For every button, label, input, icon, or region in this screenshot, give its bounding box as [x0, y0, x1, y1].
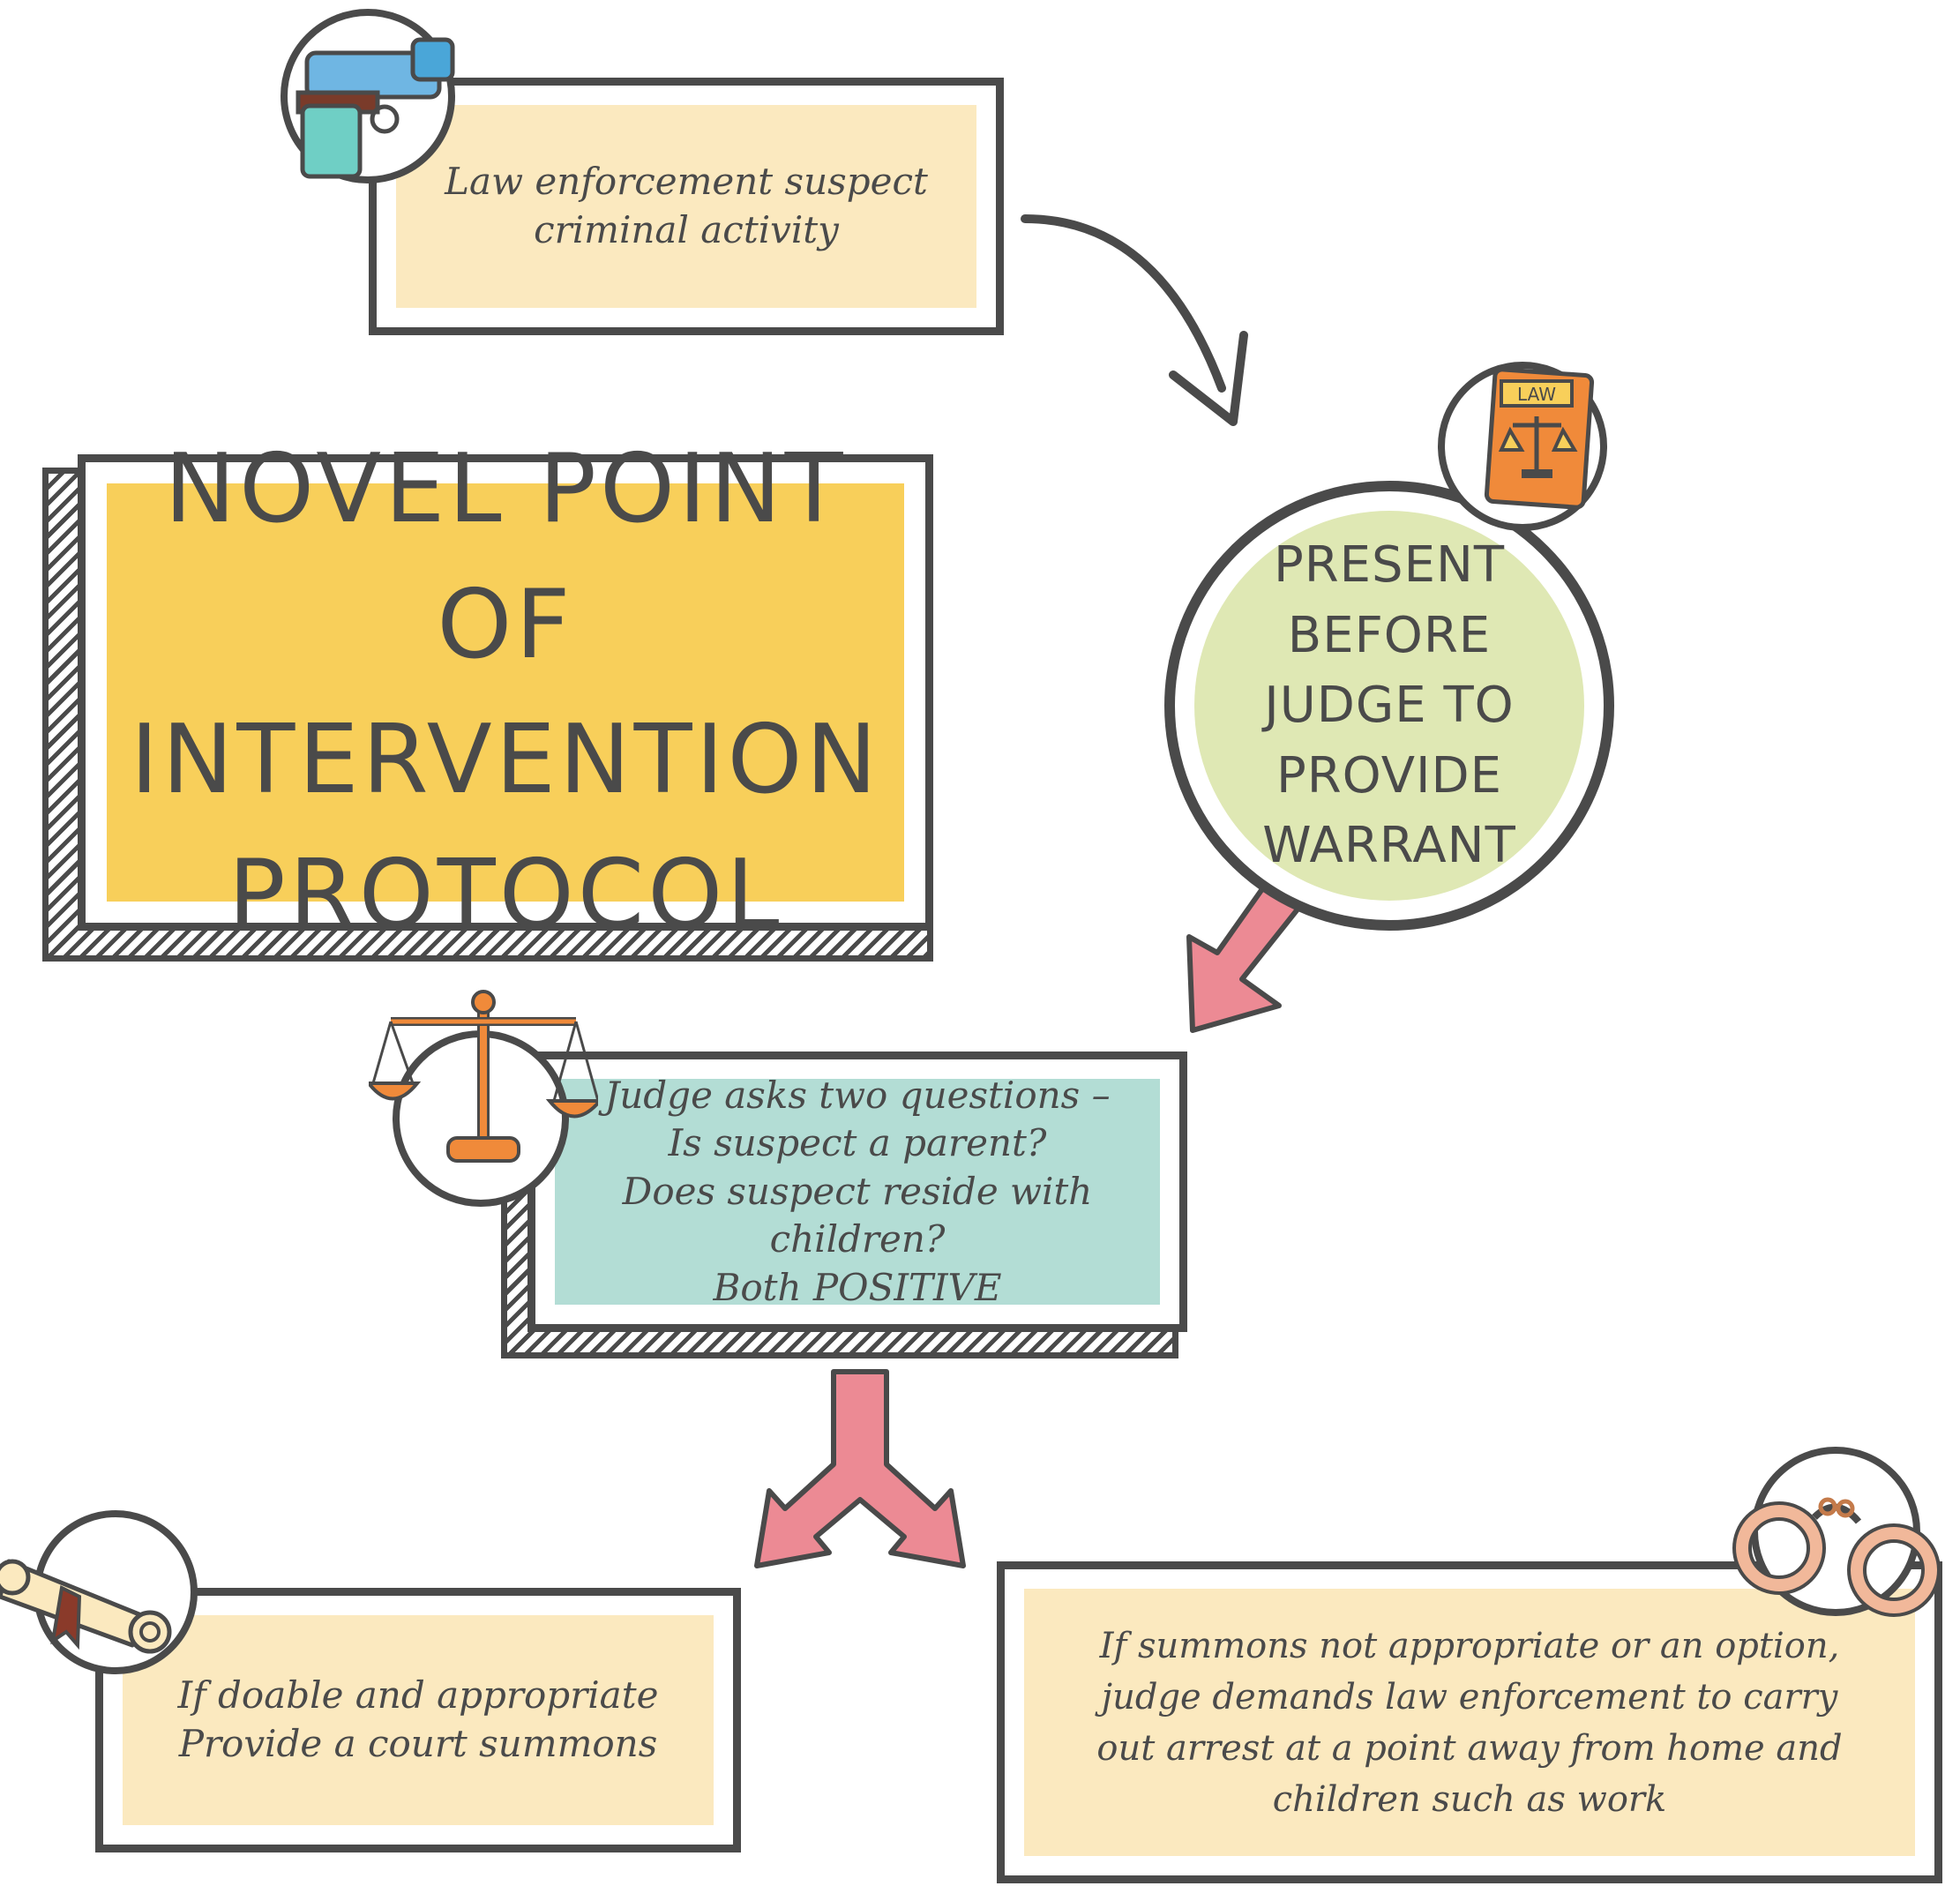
- questions-line-3: Does suspect reside with children?: [622, 1169, 1093, 1261]
- summons-text: If doable and appropriate Provide a cour…: [178, 1672, 659, 1768]
- title-line-2: INTERVENTION: [130, 705, 881, 815]
- law-book-icon: LAW: [1484, 367, 1595, 510]
- judge-circle: PRESENT BEFORE JUDGE TO PROVIDE WARRANT: [1164, 481, 1614, 931]
- curved-arrow: [1021, 214, 1226, 393]
- judge-line-3: WARRANT: [1262, 817, 1516, 875]
- arrest-line-1: If summons not appropriate or an option,: [1099, 1625, 1840, 1666]
- questions-line-4: Both POSITIVE: [713, 1265, 1002, 1309]
- questions-text: Judge asks two questions – Is suspect a …: [555, 1072, 1160, 1313]
- title-box: NOVEL POINT OF INTERVENTION PROTOCOL: [78, 434, 933, 950]
- summons-box: If doable and appropriate Provide a cour…: [95, 1588, 741, 1852]
- pink-split-arrow: [754, 1369, 966, 1568]
- law-book-label: LAW: [1517, 384, 1556, 405]
- questions-box: Judge asks two questions – Is suspect a …: [527, 1052, 1187, 1332]
- judge-line-2: JUDGE TO PROVIDE: [1264, 677, 1515, 805]
- suspect-text: Law enforcement suspect criminal activit…: [445, 158, 928, 254]
- suspect-line-1: Law enforcement suspect: [445, 160, 928, 204]
- questions-line-1: Judge asks two questions –: [604, 1073, 1111, 1117]
- arrest-text: If summons not appropriate or an option,…: [1096, 1620, 1842, 1825]
- scales-icon: [369, 990, 598, 1163]
- summons-line-2: Provide a court summons: [178, 1722, 658, 1765]
- pink-arrow-down-left: [1186, 875, 1306, 1033]
- suspect-box: Law enforcement suspect criminal activit…: [369, 78, 1004, 335]
- arrest-line-4: children such as work: [1272, 1778, 1667, 1820]
- curved-arrow-head: [1169, 331, 1248, 426]
- summons-line-1: If doable and appropriate: [177, 1673, 659, 1718]
- title-line-1: NOVEL POINT OF: [164, 434, 847, 680]
- scroll-icon: [0, 1559, 172, 1654]
- gun-icon-circle: [281, 9, 455, 183]
- page-title: NOVEL POINT OF INTERVENTION PROTOCOL: [107, 422, 904, 962]
- arrest-line-2: judge demands law enforcement to carry: [1101, 1676, 1838, 1718]
- arrest-line-3: out arrest at a point away from home and: [1096, 1727, 1843, 1769]
- title-line-3: PROTOCOL: [228, 840, 783, 951]
- judge-text: PRESENT BEFORE JUDGE TO PROVIDE WARRANT: [1194, 530, 1584, 881]
- gun-icon: [295, 37, 455, 179]
- judge-line-1: PRESENT BEFORE: [1273, 536, 1506, 664]
- law-book-icon-circle: LAW: [1438, 362, 1607, 531]
- questions-line-2: Is suspect a parent?: [668, 1121, 1047, 1165]
- arrest-box: If summons not appropriate or an option,…: [997, 1561, 1942, 1883]
- suspect-line-2: criminal activity: [534, 208, 839, 251]
- handcuffs-icon: [1732, 1497, 1941, 1617]
